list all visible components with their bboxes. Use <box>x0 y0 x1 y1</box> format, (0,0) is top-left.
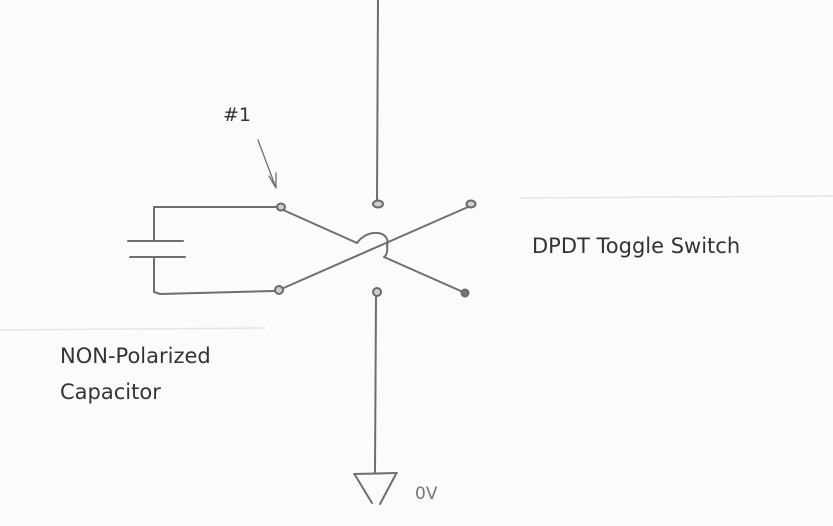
terminal-bottom-right <box>460 288 470 298</box>
ground-symbol-icon <box>353 472 398 505</box>
terminal-top-right <box>465 199 477 209</box>
capacitor-label-line2: Capacitor <box>60 380 161 404</box>
paper-crease <box>0 327 266 331</box>
terminal-marker-label: #1 <box>223 104 251 126</box>
terminal-common-top <box>372 199 384 209</box>
switch-label: DPDT Toggle Switch <box>532 234 740 258</box>
terminal-bottom-left <box>274 285 284 295</box>
terminal-common-bottom <box>372 287 382 297</box>
ground-voltage-label: 0V <box>415 484 438 504</box>
terminal-1 <box>276 202 286 212</box>
ground-wire <box>374 296 377 474</box>
capacitor-label-line1: NON-Polarized <box>60 344 211 368</box>
dpdt-switch-blades <box>278 206 469 293</box>
marker-arrow-icon <box>257 139 277 189</box>
supply-wire <box>376 0 379 201</box>
paper-crease <box>519 195 833 199</box>
capacitor-symbol <box>127 206 278 295</box>
